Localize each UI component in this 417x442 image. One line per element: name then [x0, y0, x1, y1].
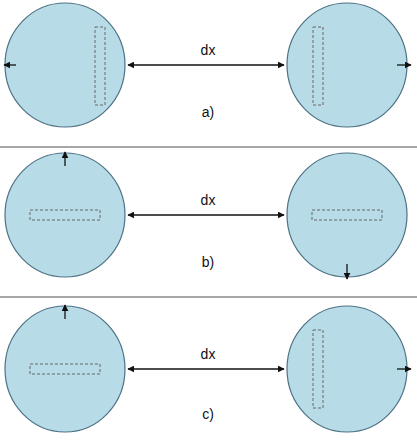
direction-arrow	[397, 64, 411, 65]
separator-line	[0, 296, 417, 298]
distance-arrow	[128, 214, 284, 215]
dipole-rect	[30, 364, 100, 374]
dipole-rect	[312, 210, 382, 220]
separator-line	[0, 146, 417, 148]
panel-label: c)	[200, 406, 216, 422]
dipole-rect	[95, 27, 105, 105]
sphere-circle	[5, 153, 125, 277]
direction-arrow	[4, 64, 16, 65]
sphere-circle	[287, 153, 407, 277]
dipole-rect	[30, 210, 100, 220]
panel-label: a)	[200, 104, 216, 120]
dipole-rect	[313, 330, 323, 408]
sphere-circle	[287, 3, 407, 127]
dimension-label: dx	[199, 346, 218, 362]
sphere-circle	[5, 3, 125, 127]
direction-arrow	[397, 368, 411, 369]
sphere-circle	[287, 306, 407, 432]
distance-arrow	[128, 64, 284, 65]
direction-arrow	[64, 305, 65, 319]
distance-arrow	[128, 368, 284, 369]
panel-label: b)	[200, 254, 216, 270]
dipole-rect	[313, 27, 323, 105]
sphere-circle	[5, 306, 125, 432]
direction-arrow	[64, 152, 65, 166]
direction-arrow	[346, 264, 347, 279]
dimension-label: dx	[199, 192, 218, 208]
dimension-label: dx	[199, 42, 218, 58]
